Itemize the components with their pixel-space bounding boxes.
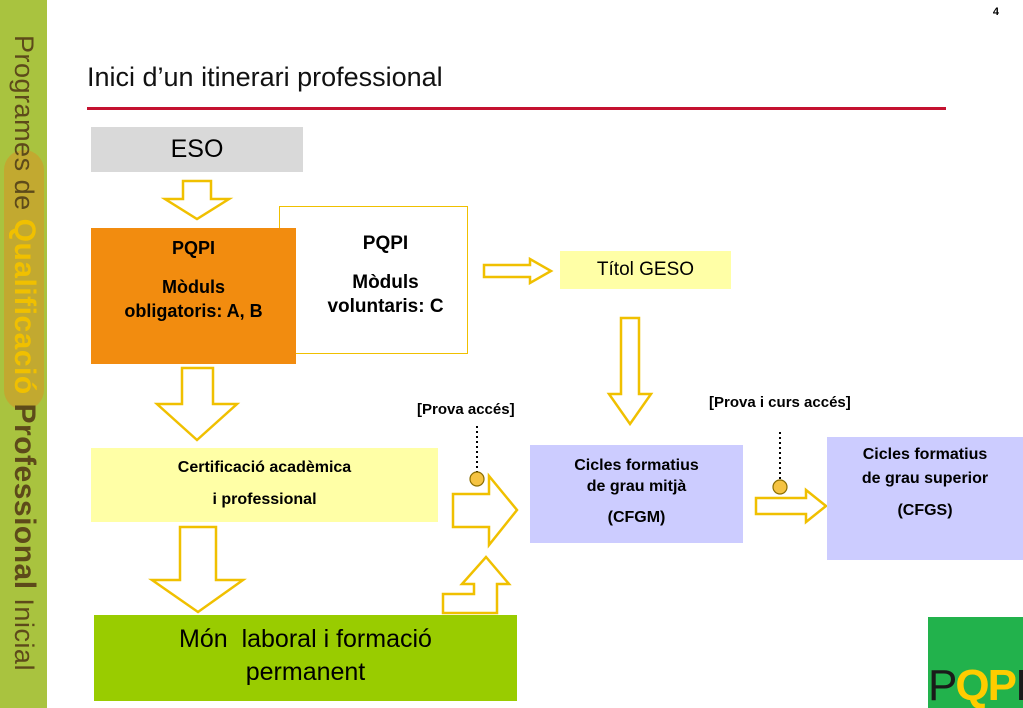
certificacio-line1: Certificació acadèmica [177, 459, 352, 476]
label-prova-acces: [Prova accés] [417, 401, 515, 418]
arrow-pqpi-to-certificacio [153, 366, 241, 442]
box-pqpi-voluntaris: PQPI Mòduls voluntaris: C [279, 206, 468, 354]
prova-curs-marker [772, 479, 788, 495]
cfgs-line2: de grau superior [861, 470, 989, 487]
pqpi-logo-text: PQPI [928, 661, 1023, 708]
pqpi-c-modules: Mòduls voluntaris: C [304, 271, 467, 319]
pqpi-c-heading: PQPI [362, 233, 409, 254]
arrow-titol-to-cfgm [606, 316, 654, 427]
pqpi-ab-modules: Mòduls obligatoris: A, B [91, 275, 296, 323]
logo-letter-p1: P [928, 661, 957, 708]
box-certificacio: Certificació acadèmica i professional [91, 448, 438, 522]
logo-letter-i: I [1014, 661, 1023, 708]
box-cfgm: Cicles formatius de grau mitjà (CFGM) [530, 445, 743, 543]
pqpi-logo: PQPI [928, 617, 1023, 708]
cfgm-line2: de grau mitjà [586, 478, 687, 495]
box-pqpi-obligatoris: PQPI Mòduls obligatoris: A, B [91, 228, 296, 364]
pqpi-ab-line1: Mòduls [162, 277, 225, 297]
prova-acces-marker [469, 471, 485, 487]
slide-title: Inici d’un itinerari professional [87, 62, 443, 92]
pqpi-c-line2: voluntaris: C [327, 296, 444, 317]
arrow-eso-to-pqpi [160, 179, 234, 221]
certificacio-line2: i professional [212, 491, 317, 508]
mon-line2: permanent [245, 658, 366, 686]
page-number: 4 [992, 6, 999, 18]
arrow-pqpi-to-titol [482, 256, 554, 286]
box-mon-laboral: Món laboral i formació permanent [94, 615, 517, 701]
cfgm-line3: (CFGM) [607, 509, 666, 526]
arrow-certificacio-to-cfgm [451, 472, 519, 549]
sidebar-swirl-decoration [4, 150, 44, 410]
cfgm-line1: Cicles formatius [574, 457, 699, 474]
cfgs-line3: (CFGS) [897, 502, 953, 519]
sidebar-band: Programes de Qualificació Professional I… [0, 0, 47, 708]
label-prova-curs-acces: [Prova i curs accés] [709, 394, 851, 411]
box-cfgs: Cicles formatius de grau superior (CFGS) [827, 437, 1023, 560]
arrow-mon-to-cfgm [441, 555, 512, 615]
pqpi-c-line1: Mòduls [352, 272, 419, 293]
mon-line1: Món laboral i formació [179, 625, 432, 653]
box-eso: ESO [91, 127, 303, 172]
pqpi-ab-line2: obligatoris: A, B [124, 301, 263, 321]
arrow-certificacio-to-mon [148, 525, 247, 614]
arrow-cfgm-to-cfgs [754, 487, 829, 525]
cfgs-line1: Cicles formatius [862, 446, 988, 463]
logo-letter-q: Q [955, 661, 989, 708]
title-underline [87, 107, 946, 110]
logo-letter-p2: P [987, 661, 1017, 708]
pqpi-ab-heading: PQPI [171, 238, 215, 258]
box-titol-geso: Títol GESO [560, 251, 731, 289]
